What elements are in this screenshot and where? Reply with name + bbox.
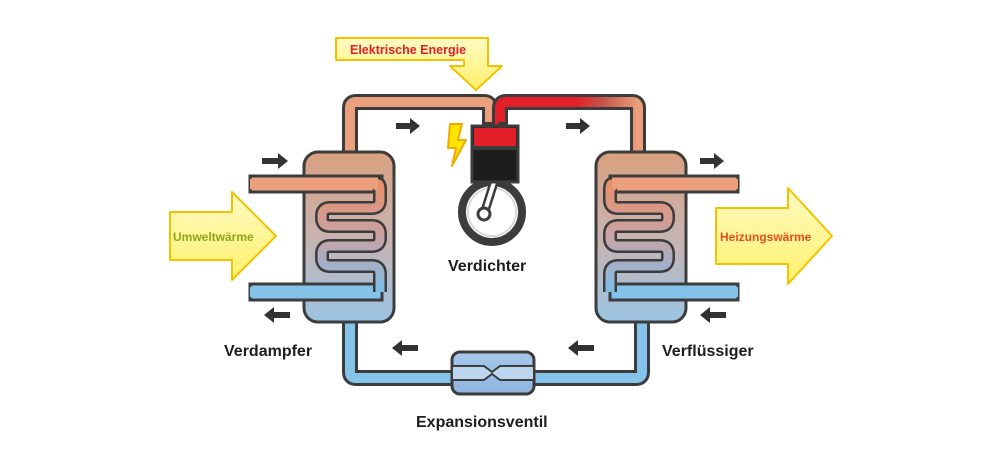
electric-energy-arrow <box>335 37 503 91</box>
lightning-icon <box>447 123 467 167</box>
electric-energy-label: Elektrische Energie <box>350 43 466 57</box>
hot-gas-pipe <box>492 94 646 158</box>
flow-arrow-left-icon <box>700 307 726 323</box>
suction-pipe <box>342 94 498 158</box>
flow-arrow-right-icon <box>566 118 590 134</box>
compressor-label: Verdichter <box>448 258 526 275</box>
expansion-valve-body <box>450 350 536 396</box>
compressor-unit <box>458 122 526 246</box>
flow-arrow-right-icon <box>396 118 420 134</box>
heating-heat-label: Heizungswärme <box>720 230 812 244</box>
ambient-heat-arrow <box>169 191 277 281</box>
expansion-valve-label: Expansionsventil <box>416 414 548 431</box>
flow-arrow-left-icon <box>264 307 290 323</box>
heating-heat-arrow <box>715 187 833 285</box>
evaporator-label: Verdampfer <box>224 343 312 360</box>
evaporator-unit <box>248 150 396 324</box>
flow-arrows <box>262 118 726 356</box>
flow-arrow-right-icon <box>700 153 724 169</box>
ambient-heat-label: Umweltwärme <box>173 230 254 244</box>
condenser-label: Verflüssiger <box>662 343 754 360</box>
flow-arrow-left-icon <box>392 340 418 356</box>
flow-arrow-right-icon <box>262 153 288 169</box>
condenser-unit <box>594 150 740 324</box>
flow-arrow-left-icon <box>568 340 594 356</box>
